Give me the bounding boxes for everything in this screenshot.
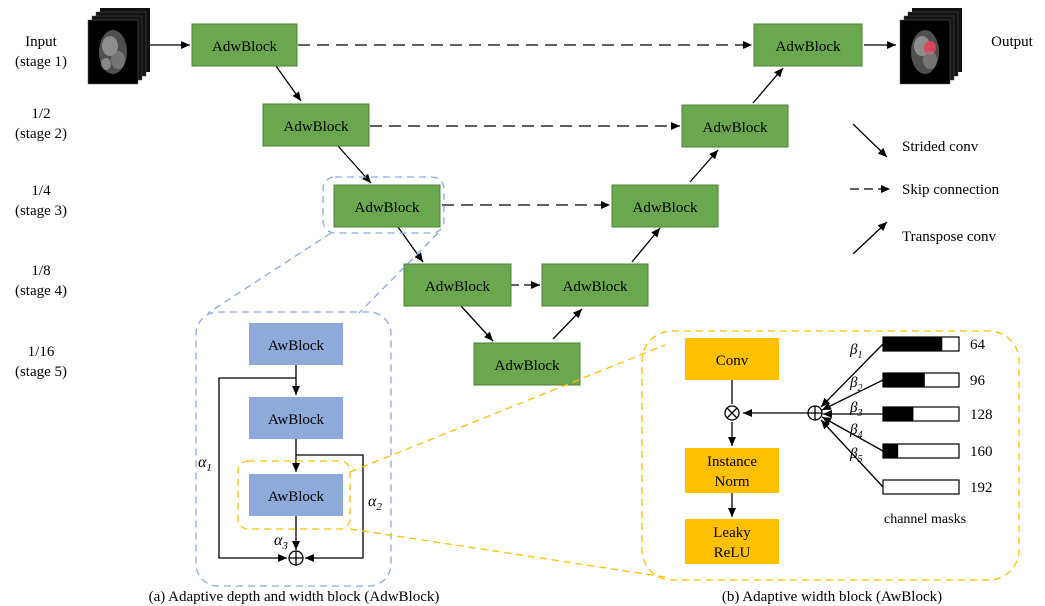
- alpha-2: α2: [368, 493, 382, 513]
- adw-block-label: AdwBlock: [355, 200, 420, 216]
- adw-block-label: AdwBlock: [212, 39, 277, 55]
- channel-mask-value: 192: [970, 480, 993, 496]
- legend-transpose-label: Transpose conv: [902, 229, 997, 245]
- stage-3-line2: (stage 3): [15, 203, 67, 219]
- relu-label-line2: ReLU: [714, 545, 751, 561]
- aw-highlight: [237, 460, 351, 530]
- connections: [150, 41, 896, 342]
- instance-norm-block: [685, 448, 779, 493]
- output-image-stack: [899, 8, 962, 85]
- aw-block-3: [249, 474, 343, 516]
- channel-mask-fill: [883, 337, 943, 351]
- channel-masks: 64 96 128 160 192: [882, 336, 993, 496]
- aw-block-2: [249, 397, 343, 439]
- channel-mask-bar: [882, 479, 960, 495]
- segmentation-overlay: [924, 41, 936, 55]
- beta-labels: β1 β2 β3 β4 β5: [849, 342, 862, 465]
- adw-block-label: AdwBlock: [703, 120, 768, 136]
- legend: Strided conv Skip connection Transpose c…: [850, 123, 1000, 255]
- panel-a-frame: [195, 311, 392, 587]
- stage-2-line2: (stage 2): [15, 126, 67, 142]
- channel-mask-value: 96: [970, 373, 986, 389]
- legend-strided-icon: [852, 123, 888, 158]
- beta-1: β1: [849, 342, 862, 361]
- panel-b: Conv Instance Norm Leaky ReLU β1 β2: [641, 330, 1020, 605]
- aw-block-1: [249, 323, 343, 365]
- alpha-3: α3: [274, 532, 288, 552]
- legend-transpose-icon: [852, 221, 888, 255]
- channel-mask-fill: [883, 444, 899, 458]
- leaky-relu-block: [685, 519, 779, 564]
- beta-5: β5: [849, 446, 862, 465]
- stage-3-line1: 1/4: [31, 183, 51, 199]
- stage-1-line2: (stage 1): [15, 54, 67, 70]
- norm-label-line1: Instance: [707, 454, 757, 470]
- relu-label-line1: Leaky: [713, 525, 751, 541]
- adw-block-stage2-enc: AdwBlock: [262, 103, 370, 147]
- panel-b-caption: (b) Adaptive width block (AwBlock): [722, 589, 942, 605]
- beta-4: β4: [849, 422, 862, 441]
- zoom-lines-b: [349, 344, 666, 578]
- alpha-1: α1: [198, 454, 212, 474]
- adw-block-stage1-enc: AdwBlock: [191, 23, 298, 67]
- channel-mask-fill: [883, 373, 925, 387]
- beta-2: β2: [849, 375, 862, 394]
- adw-block-label: AdwBlock: [284, 119, 349, 135]
- legend-skip-label: Skip connection: [902, 182, 1000, 198]
- adw-block-stage2-dec: AdwBlock: [681, 104, 789, 148]
- stage-4-line1: 1/8: [31, 263, 50, 279]
- adw-block-label: AdwBlock: [776, 39, 841, 55]
- adw-blocks: AdwBlock AdwBlock AdwBlock AdwBlock AdwB…: [191, 23, 863, 386]
- input-image-stack: [87, 8, 150, 85]
- legend-strided-label: Strided conv: [902, 139, 979, 155]
- beta-3: β3: [849, 400, 862, 419]
- output-label: Output: [991, 34, 1034, 50]
- adw-block-label: AdwBlock: [633, 200, 698, 216]
- adw-block-stage3-dec: AdwBlock: [611, 184, 719, 228]
- conv-label: Conv: [716, 353, 749, 369]
- conv-block: [685, 338, 779, 380]
- adw-block-stage3-enc: AdwBlock: [333, 184, 441, 228]
- stage-4-line2: (stage 4): [15, 283, 67, 299]
- adw-block-stage4-dec: AdwBlock: [541, 263, 649, 307]
- aw-block-label: AwBlock: [268, 489, 325, 505]
- aw-block-label: AwBlock: [268, 412, 325, 428]
- channel-mask-value: 64: [970, 337, 986, 353]
- panel-a: AwBlock AwBlock AwBlock α1 α2 α3 (a) Ada…: [149, 311, 440, 605]
- zoom-lines-a: [207, 176, 445, 314]
- stage-2-line1: 1/2: [31, 106, 50, 122]
- channel-mask-value: 128: [970, 407, 993, 423]
- stage-5-line1: 1/16: [28, 344, 55, 360]
- adw-block-label: AdwBlock: [495, 358, 560, 374]
- channel-mask-value: 160: [970, 444, 993, 460]
- aw-block-label: AwBlock: [268, 338, 325, 354]
- channel-masks-label: channel masks: [884, 512, 966, 527]
- channel-mask-fill: [883, 407, 914, 421]
- adw-block-stage5-bottleneck: AdwBlock: [473, 342, 581, 386]
- stage-labels: Input (stage 1) 1/2 (stage 2) 1/4 (stage…: [15, 34, 67, 380]
- norm-label-line2: Norm: [715, 474, 750, 490]
- panel-b-frame: [641, 330, 1020, 581]
- stage-5-line2: (stage 5): [15, 364, 67, 380]
- adw-block-label: AdwBlock: [425, 279, 490, 295]
- adw-block-stage4-enc: AdwBlock: [403, 263, 512, 307]
- adw-block-stage1-dec: AdwBlock: [753, 23, 863, 67]
- stage-1-line1: Input: [25, 34, 57, 50]
- adw-block-label: AdwBlock: [563, 279, 628, 295]
- panel-a-caption: (a) Adaptive depth and width block (AdwB…: [149, 589, 440, 605]
